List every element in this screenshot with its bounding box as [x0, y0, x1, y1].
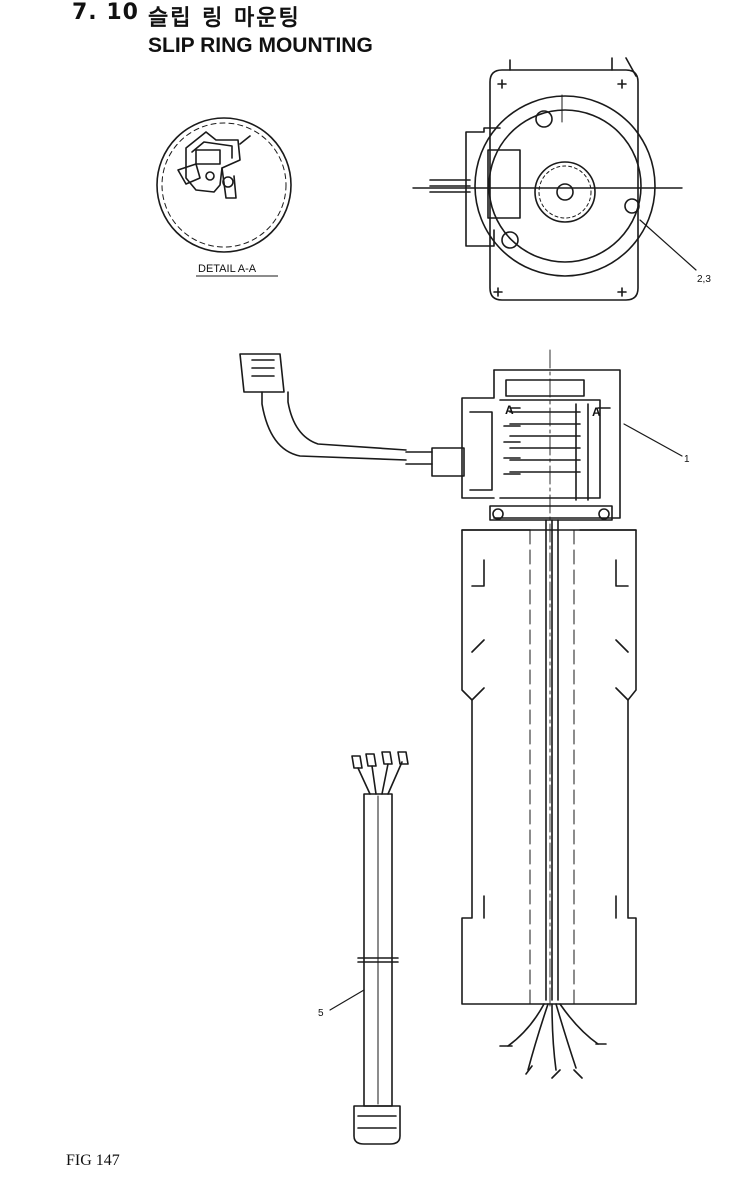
title-english: SLIP RING MOUNTING [148, 34, 373, 57]
slip-ring-housing [461, 369, 683, 521]
callout-1: 1 [684, 454, 690, 465]
callout-5: 5 [318, 1008, 324, 1019]
swivel-body [461, 349, 637, 1079]
detail-a-a-view [156, 117, 292, 253]
callout-2-3: 2,3 [697, 274, 711, 285]
section-marker-a-right: A [592, 405, 601, 419]
section-number: 7. 10 [72, 0, 139, 25]
wire-harness [329, 751, 409, 1145]
connector-cable [239, 353, 465, 477]
top-plan-view [412, 57, 697, 301]
figure-label: FIG 147 [66, 1152, 120, 1169]
section-marker-a-left: A [505, 403, 514, 417]
title-korean: 슬립 링 마운팅 [148, 6, 301, 31]
detail-caption: DETAIL A-A [198, 263, 257, 275]
